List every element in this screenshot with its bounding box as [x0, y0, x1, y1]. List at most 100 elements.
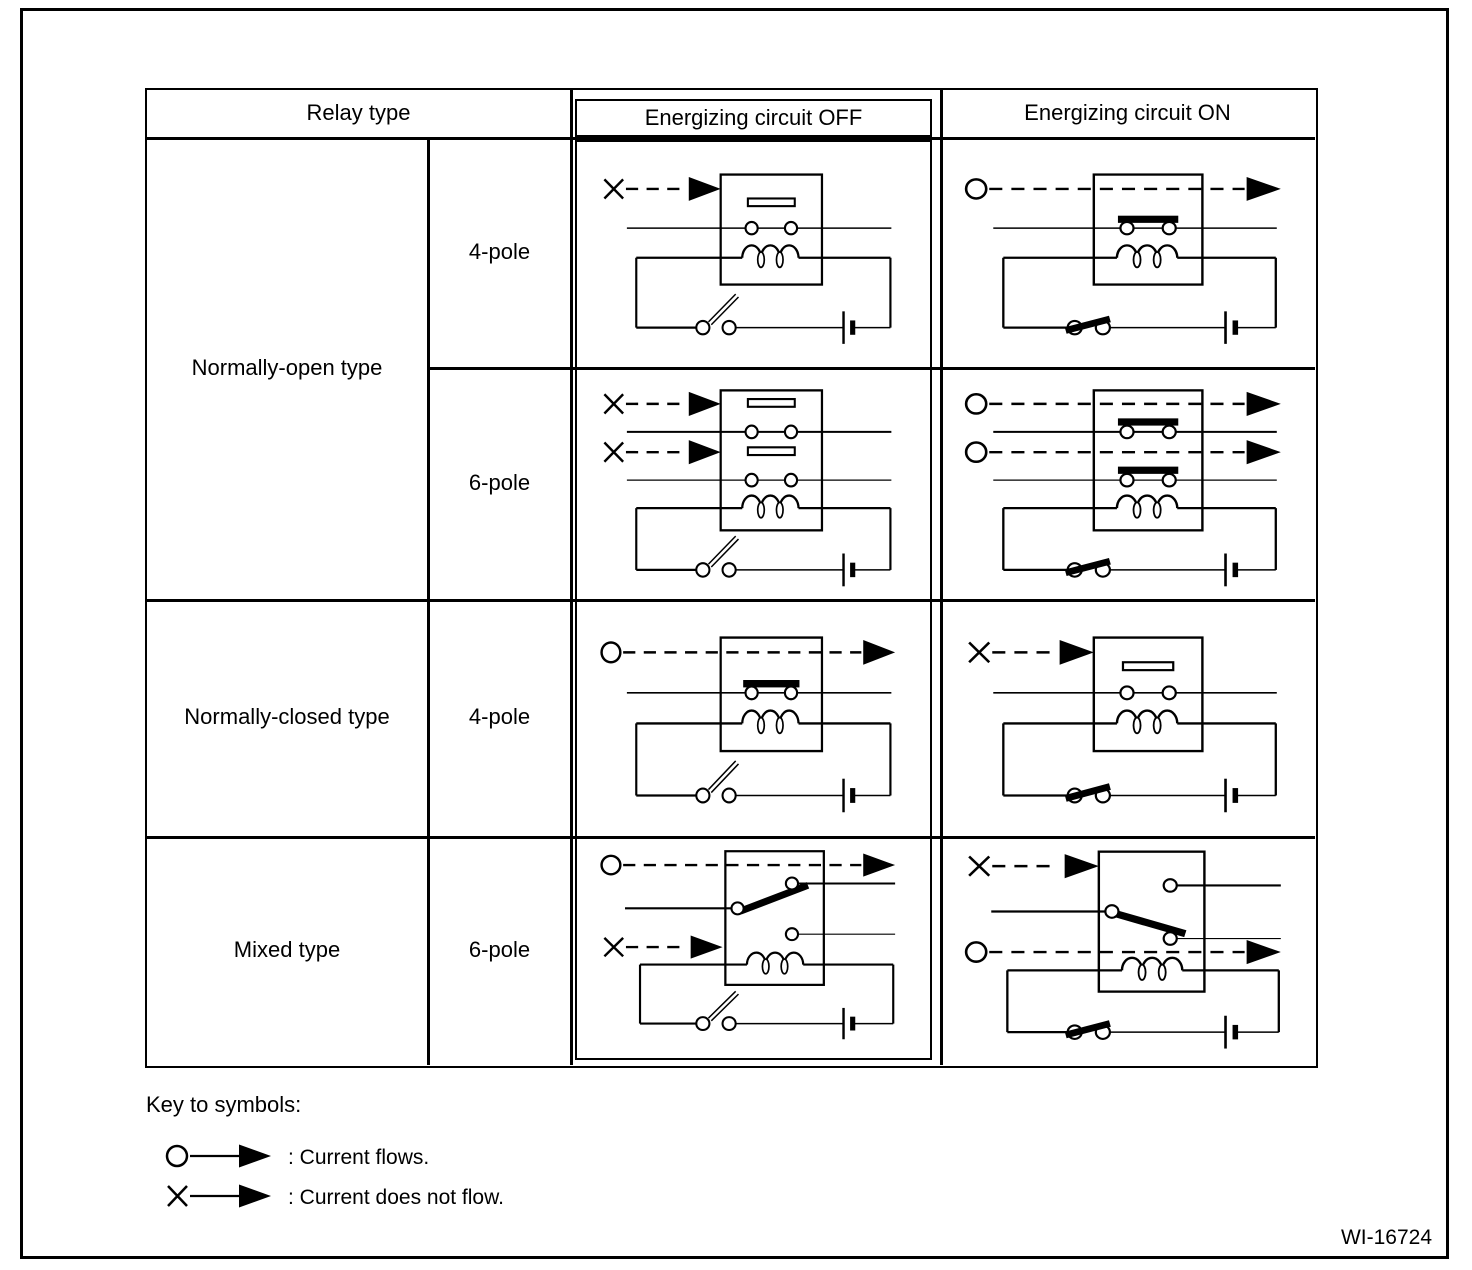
relay-box: [719, 173, 824, 286]
arrowhead-icon: [1246, 391, 1281, 416]
arrowhead-icon: [1064, 854, 1099, 879]
arrowhead-icon: [863, 640, 896, 665]
contact-closed: [1117, 418, 1179, 440]
row-divider-2: [147, 599, 1315, 602]
off-header-emphasis-box: [575, 99, 932, 137]
arrowhead-icon: [1246, 176, 1281, 201]
key-item-current-does-not-flow: : Current does not flow.: [163, 1178, 504, 1218]
key-item-label: : Current flows.: [288, 1146, 430, 1169]
header-energizing-off: Energizing circuit OFF: [644, 104, 863, 130]
battery-icon: [842, 778, 856, 813]
contact-open: [1119, 661, 1177, 701]
coil-icon: [636, 709, 891, 735]
contact-closed: [743, 680, 800, 701]
battery-icon: [1224, 1015, 1239, 1049]
relay-table: Relay type Energizing circuit OFF Energi…: [145, 88, 1318, 1068]
relay-box: [1097, 850, 1206, 993]
battery-icon: [1224, 778, 1239, 813]
arrowhead-icon: [688, 176, 721, 201]
row-divider-3: [147, 836, 1315, 839]
coil-icon: [640, 951, 894, 975]
relay-box: [1092, 389, 1204, 532]
switch-closed-icon: [1064, 557, 1112, 578]
current-blocked-path: [603, 176, 721, 201]
current-flows-path: [600, 853, 896, 877]
current-does-not-flow-symbol: [163, 1176, 275, 1221]
contact-open: [744, 397, 799, 440]
current-blocked-path: [603, 935, 723, 959]
contact-closed: [1117, 466, 1179, 488]
current-blocked-path: [603, 440, 721, 465]
header-bottom-line: [147, 137, 1315, 140]
upper-terminal: [1162, 878, 1178, 893]
arrowhead-icon: [1246, 440, 1281, 465]
energizing-control-circuit: [635, 508, 892, 587]
relay-box: [1092, 173, 1204, 286]
energizing-control-circuit: [638, 964, 895, 1040]
current-flows-symbol: [163, 1136, 275, 1181]
battery-icon: [842, 311, 856, 344]
key-item-current-flows: : Current flows.: [163, 1138, 429, 1178]
cell-pole-row3: 4-pole: [468, 704, 531, 730]
circuit-mixed-6pole-off: [580, 842, 927, 1054]
relay-box: [1092, 636, 1204, 753]
col-divider-pole-off: [570, 90, 573, 1065]
current-flows-path: [600, 640, 896, 665]
current-blocked-path: [968, 640, 1094, 665]
coil-icon: [636, 494, 891, 519]
figure-id: WI-16724: [1340, 1226, 1432, 1249]
upper-terminal: [784, 876, 800, 891]
no-current-x-icon: [968, 641, 991, 664]
off-column-emphasis-box: [575, 140, 932, 1060]
contact-open: [744, 446, 799, 488]
relay-box: [724, 850, 825, 986]
row-divider-1: [427, 367, 1315, 370]
energizing-control-circuit: [1002, 723, 1277, 813]
common-terminal: [730, 901, 745, 916]
battery-icon: [842, 1007, 856, 1040]
coil-icon: [1003, 494, 1276, 519]
no-current-x-icon: [603, 441, 625, 463]
switch-closed-icon: [1064, 315, 1112, 336]
current-flows-path: [964, 939, 1281, 965]
current-source-circle-icon: [600, 641, 622, 664]
cell-type-normally-closed: Normally-closed type: [184, 704, 390, 730]
switch-closed-icon: [1064, 783, 1112, 804]
cell-type-normally-open: Normally-open type: [191, 354, 383, 380]
relay-box: [719, 389, 824, 532]
arrowhead-icon: [690, 935, 723, 959]
circuit-normally-open-4pole-off: [580, 143, 927, 363]
col-divider-type-pole: [427, 137, 430, 1065]
energizing-control-circuit: [1002, 257, 1277, 344]
current-source-circle-icon: [964, 392, 988, 415]
current-blocked-path: [603, 391, 721, 416]
current-flows-path: [964, 440, 1281, 465]
battery-icon: [1224, 553, 1239, 587]
circuit-normally-closed-4pole-off: [580, 605, 927, 832]
switch-open-icon: [695, 990, 740, 1032]
col-divider-off-on: [940, 90, 943, 1065]
current-source-circle-icon: [964, 178, 988, 200]
no-current-x-icon: [968, 855, 991, 877]
changeover-lever-up: [739, 882, 810, 915]
common-terminal: [1104, 904, 1120, 919]
energizing-control-circuit: [635, 723, 892, 813]
arrowhead-icon: [688, 440, 721, 465]
coil-icon: [1003, 709, 1276, 735]
arrowhead-icon: [1246, 939, 1281, 965]
battery-icon: [1224, 311, 1239, 344]
header-energizing-on: Energizing circuit ON: [1024, 100, 1231, 126]
switch-closed-icon: [1064, 1020, 1112, 1040]
key-title: Key to symbols:: [146, 1092, 302, 1117]
coil-icon: [1007, 956, 1279, 981]
circuit-normally-closed-4pole-on: [943, 605, 1315, 832]
contact-open: [744, 197, 799, 236]
current-blocked-path: [968, 854, 1099, 879]
energizing-control-circuit: [1002, 508, 1277, 587]
lower-terminal: [1162, 931, 1178, 946]
relay-box: [719, 636, 824, 753]
current-source-circle-icon: [600, 854, 622, 876]
coil-icon: [636, 244, 891, 269]
current-flows-path: [964, 176, 1281, 201]
no-current-x-icon: [603, 393, 625, 415]
